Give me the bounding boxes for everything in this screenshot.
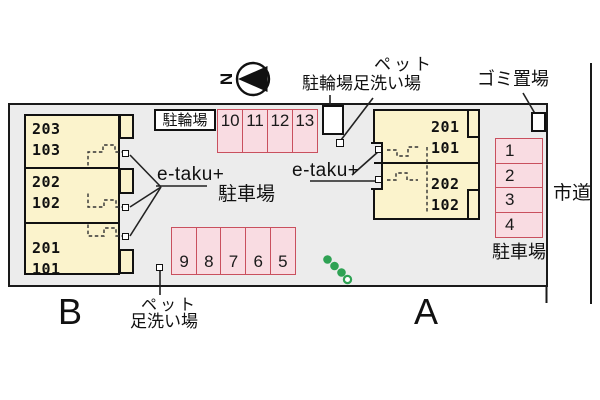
space-number: 6 <box>253 252 263 271</box>
space-number: 1 <box>505 141 515 161</box>
space-number: 12 <box>270 111 290 130</box>
room-number: 203 <box>32 120 61 138</box>
building-b-divider-1 <box>25 167 119 169</box>
bike-parking-box <box>322 105 344 135</box>
parking-center-label: 駐車場 <box>218 184 276 205</box>
parking-space-11: 11 <box>241 109 269 153</box>
pet-wash-top-marker <box>336 139 344 147</box>
building-a-letter: A <box>414 291 439 332</box>
meter-box <box>122 204 129 211</box>
space-number: 2 <box>505 165 515 185</box>
garbage-label: ゴミ置場 <box>477 69 549 89</box>
parking-space-1: 1 <box>495 138 543 165</box>
meter-box <box>375 176 382 183</box>
north-arrow-icon <box>235 61 271 97</box>
parking-space-3: 3 <box>495 187 543 214</box>
pet-wash-top-label-line2: 足洗い場 <box>353 74 421 93</box>
room-number: 101 <box>32 260 61 278</box>
space-number: 10 <box>220 111 240 130</box>
space-number: 3 <box>505 190 515 210</box>
room-number: 202 <box>431 175 460 193</box>
meter-box <box>375 146 382 153</box>
room-number: 103 <box>32 141 61 159</box>
meter-box <box>122 150 129 157</box>
parking-space-13: 13 <box>291 109 318 153</box>
room-number: 102 <box>32 194 61 212</box>
building-b-porch-3 <box>119 249 134 274</box>
room-number: 101 <box>431 139 460 157</box>
space-number: 5 <box>278 252 288 271</box>
pet-wash-bottom-label-line2: 足洗い場 <box>130 312 198 331</box>
space-number: 4 <box>505 214 515 234</box>
room-number: 102 <box>431 196 460 214</box>
north-arrow-triangle <box>238 66 268 92</box>
parking-right-label: 駐車場 <box>492 242 546 262</box>
bike-parking-pointer-label: 駐輪場 <box>302 74 353 93</box>
space-number: 11 <box>246 111 264 130</box>
space-number: 9 <box>179 252 189 271</box>
pet-wash-bottom-label-line1: ペット <box>141 297 199 314</box>
road-label: 市道 <box>553 183 592 204</box>
parking-space-8: 8 <box>195 227 222 275</box>
parking-row-top: 10 11 12 13 <box>217 109 318 153</box>
parking-row-bottom: 9 8 7 6 5 <box>171 227 297 275</box>
room-number: 201 <box>431 118 460 136</box>
room-number: 202 <box>32 173 61 191</box>
building-b-porch-1 <box>119 114 134 139</box>
parking-space-5: 5 <box>269 227 297 275</box>
parking-space-9: 9 <box>171 227 198 275</box>
meter-box <box>122 233 129 240</box>
building-a-porch-2 <box>467 189 480 220</box>
pet-wash-bottom-marker <box>156 264 163 271</box>
building-a <box>373 109 480 220</box>
building-b-letter: B <box>58 291 83 332</box>
building-a-porch-1 <box>467 109 480 138</box>
north-label: N <box>217 72 237 86</box>
parking-space-6: 6 <box>245 227 272 275</box>
building-a-divider <box>374 162 479 164</box>
parking-space-12: 12 <box>266 109 294 153</box>
space-number: 13 <box>295 111 315 130</box>
building-b-divider-2 <box>25 222 119 224</box>
room-number: 201 <box>32 239 61 257</box>
parking-space-2: 2 <box>495 162 543 189</box>
space-number: 7 <box>228 252 239 271</box>
bike-parking-boxed-label: 駐輪場 <box>154 109 216 131</box>
garbage-box <box>531 112 546 132</box>
etaku-left-label: e-taku+ <box>157 164 225 185</box>
pet-wash-top-label-line1: ペット <box>374 55 434 74</box>
parking-column-right: 1 2 3 4 <box>495 138 543 238</box>
space-number: 8 <box>204 252 214 271</box>
parking-space-4: 4 <box>495 211 543 238</box>
etaku-right-label: e-taku+ <box>292 160 360 181</box>
parking-space-7: 7 <box>220 227 247 275</box>
building-b-porch-2 <box>119 168 134 194</box>
parking-space-10: 10 <box>217 109 244 153</box>
